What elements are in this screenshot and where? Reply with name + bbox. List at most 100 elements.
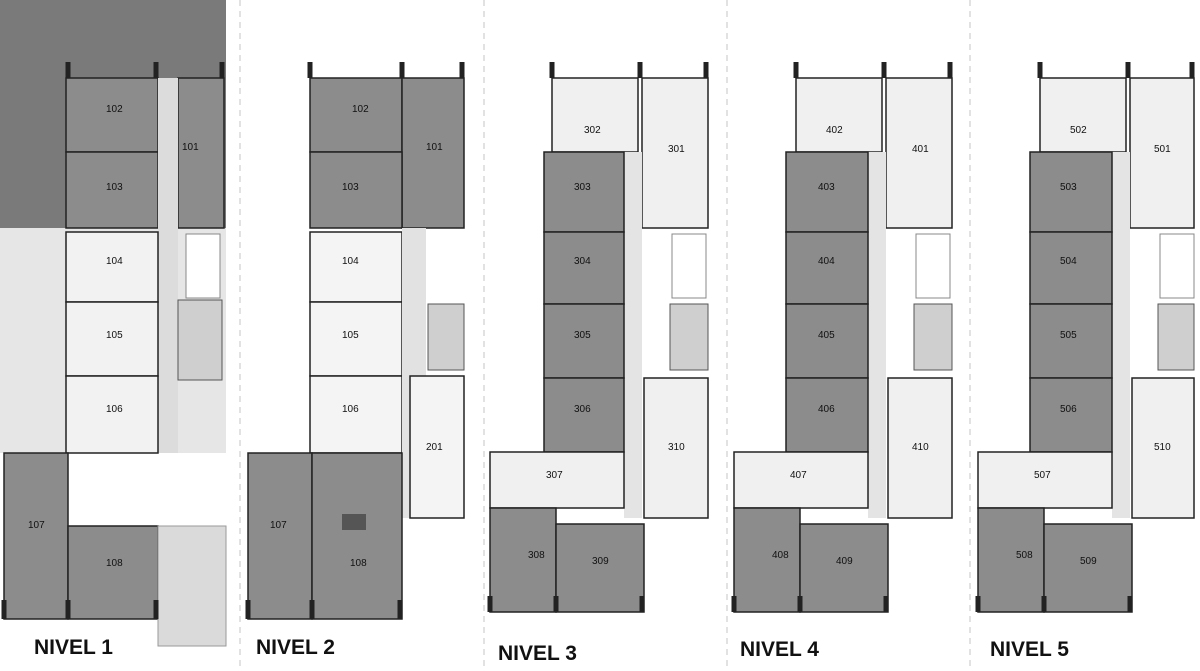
unit-301-room <box>641 77 709 229</box>
unit-310-room <box>643 377 709 519</box>
stair-block <box>427 303 465 371</box>
unit-label: 308 <box>528 550 545 561</box>
unit-label: 108 <box>350 558 367 569</box>
unit-label: 306 <box>574 404 591 415</box>
unit-label: 104 <box>342 256 359 267</box>
unit-106-room <box>309 375 403 454</box>
unit-label: 506 <box>1060 404 1077 415</box>
unit-104-room <box>309 231 403 303</box>
level-title: NIVEL 3 <box>498 642 577 665</box>
unit-409-room <box>799 523 889 613</box>
stair-block <box>913 303 953 371</box>
unit-404-room <box>785 231 869 305</box>
corridor <box>1112 152 1130 518</box>
unit-407-room <box>733 451 869 509</box>
unit-108-room <box>311 452 403 620</box>
unit-label: 402 <box>826 125 843 136</box>
unit-label: 404 <box>818 256 835 267</box>
stair-block <box>669 303 709 371</box>
unit-103-room <box>309 151 403 229</box>
unit-label: 307 <box>546 470 563 481</box>
unit-306-room <box>543 377 625 453</box>
unit-507-room <box>977 451 1113 509</box>
unit-label: 504 <box>1060 256 1077 267</box>
unit-label: 509 <box>1080 556 1097 567</box>
level-title: NIVEL 4 <box>740 638 819 661</box>
void-block <box>185 233 221 299</box>
unit-502-room <box>1039 77 1127 153</box>
plan-nivel-5: 502 501 503 504 505 506 510 507 508 509 … <box>975 62 1195 661</box>
plan-nivel-4: 402 401 403 404 405 406 410 407 408 409 … <box>731 62 953 661</box>
unit-label: 502 <box>1070 125 1087 136</box>
unit-label: 508 <box>1016 550 1033 561</box>
unit-label: 101 <box>182 142 199 153</box>
unit-label: 408 <box>772 550 789 561</box>
corridor <box>624 152 642 518</box>
unit-406-room <box>785 377 869 453</box>
unit-309-room <box>555 523 645 613</box>
unit-label: 405 <box>818 330 835 341</box>
unit-label: 104 <box>106 256 123 267</box>
balcony-block <box>342 514 366 530</box>
unit-509-room <box>1043 523 1133 613</box>
unit-103-room <box>65 151 159 229</box>
unit-label: 106 <box>106 404 123 415</box>
unit-505-room <box>1029 303 1113 379</box>
unit-label: 507 <box>1034 470 1051 481</box>
unit-403-room <box>785 151 869 233</box>
unit-108-room <box>67 525 159 620</box>
unit-label: 407 <box>790 470 807 481</box>
unit-308-room <box>489 507 557 613</box>
stair-block <box>1157 303 1195 371</box>
stair-block <box>177 299 223 381</box>
unit-107-room <box>247 452 313 620</box>
void-block <box>915 233 951 299</box>
unit-510-room <box>1131 377 1195 519</box>
unit-105-room <box>309 301 403 377</box>
unit-label: 107 <box>270 520 287 531</box>
unit-101-room <box>401 77 465 229</box>
unit-101-room <box>177 77 225 229</box>
unit-label: 102 <box>106 104 123 115</box>
unit-401-room <box>885 77 953 229</box>
unit-504-room <box>1029 231 1113 305</box>
unit-label: 101 <box>426 142 443 153</box>
unit-label: 309 <box>592 556 609 567</box>
unit-102-room <box>65 77 159 153</box>
entry-ramp <box>157 525 227 647</box>
plan-separators <box>239 0 971 671</box>
unit-label: 107 <box>28 520 45 531</box>
unit-label: 310 <box>668 442 685 453</box>
plan-nivel-3: 302 301 303 304 305 306 310 307 308 309 … <box>487 62 709 665</box>
unit-105-room <box>65 301 159 377</box>
unit-label: 503 <box>1060 182 1077 193</box>
unit-label: 410 <box>912 442 929 453</box>
unit-label: 401 <box>912 144 929 155</box>
unit-303-room <box>543 151 625 233</box>
unit-302-room <box>551 77 639 153</box>
unit-405-room <box>785 303 869 379</box>
unit-label: 105 <box>106 330 123 341</box>
unit-label: 303 <box>574 182 591 193</box>
unit-402-room <box>795 77 883 153</box>
unit-label: 505 <box>1060 330 1077 341</box>
unit-label: 302 <box>584 125 601 136</box>
level-title: NIVEL 5 <box>990 638 1069 661</box>
unit-106-room <box>65 375 159 454</box>
unit-label: 301 <box>668 144 685 155</box>
unit-label: 102 <box>352 104 369 115</box>
unit-304-room <box>543 231 625 305</box>
unit-307-room <box>489 451 625 509</box>
unit-201-room <box>409 375 465 519</box>
unit-label: 105 <box>342 330 359 341</box>
unit-102-room <box>309 77 403 153</box>
unit-label: 501 <box>1154 144 1171 155</box>
unit-label: 403 <box>818 182 835 193</box>
level-title: NIVEL 1 <box>34 636 113 659</box>
unit-410-room <box>887 377 953 519</box>
unit-label: 406 <box>818 404 835 415</box>
unit-label: 304 <box>574 256 591 267</box>
void-block <box>1159 233 1195 299</box>
unit-503-room <box>1029 151 1113 233</box>
